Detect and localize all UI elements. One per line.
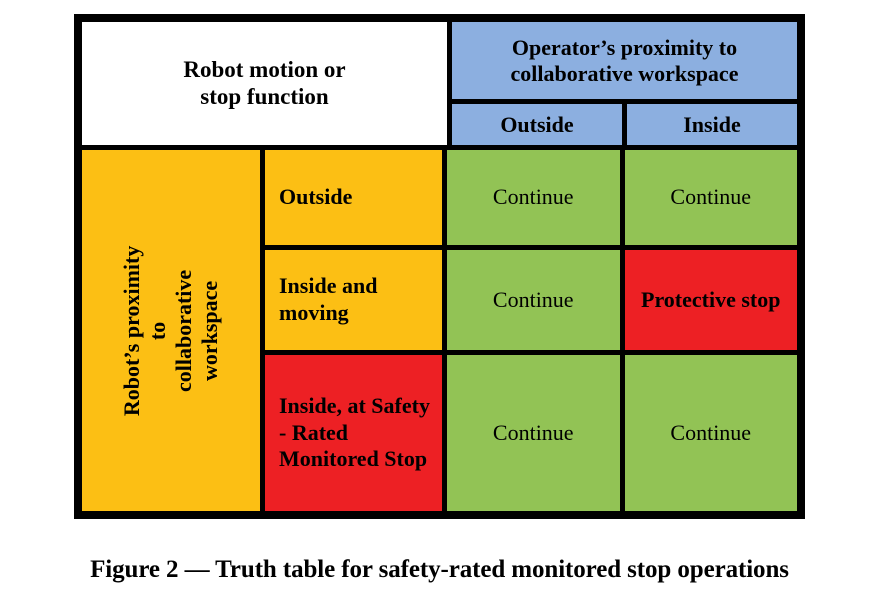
row-header-inside-safety-rated-monitored-stop: Inside, at Safety - Rated Monitored Stop xyxy=(265,355,442,511)
cell-outside-outside: Continue xyxy=(447,150,620,245)
cell-outside-inside: Continue xyxy=(624,150,797,245)
row-header-inside-and-moving: Inside and moving xyxy=(265,250,442,350)
table-row: Outside Continue Continue xyxy=(265,150,797,245)
figure-caption: Figure 2 — Truth table for safety-rated … xyxy=(90,556,789,583)
table-row: Inside, at Safety - Rated Monitored Stop… xyxy=(265,355,797,511)
operator-column-group: Operator’s proximity to collaborative wo… xyxy=(452,22,797,145)
truth-table: Robot motion or stop function Operator’s… xyxy=(74,14,805,519)
robot-proximity-header: Robot’s proximity to collaborative works… xyxy=(82,150,260,511)
table-body: Robot’s proximity to collaborative works… xyxy=(82,150,797,511)
cell-inside-moving-outside: Continue xyxy=(447,250,620,350)
operator-proximity-header: Operator’s proximity to collaborative wo… xyxy=(452,22,797,99)
row-header-outside: Outside xyxy=(265,150,442,245)
cell-srms-inside: Continue xyxy=(624,355,797,511)
table-rows: Outside Continue Continue Inside and mov… xyxy=(265,150,797,511)
corner-header-robot-motion: Robot motion or stop function xyxy=(82,22,447,145)
operator-subheader-row: Outside Inside xyxy=(452,104,797,145)
column-header-inside: Inside xyxy=(627,104,797,145)
cell-srms-outside: Continue xyxy=(447,355,620,511)
column-header-outside: Outside xyxy=(452,104,622,145)
cell-inside-moving-inside: Protective stop xyxy=(624,250,797,350)
table-row: Inside and moving Continue Protective st… xyxy=(265,250,797,350)
table-header-band: Robot motion or stop function Operator’s… xyxy=(82,22,797,145)
robot-proximity-header-label: Robot’s proximity to collaborative works… xyxy=(119,245,222,416)
